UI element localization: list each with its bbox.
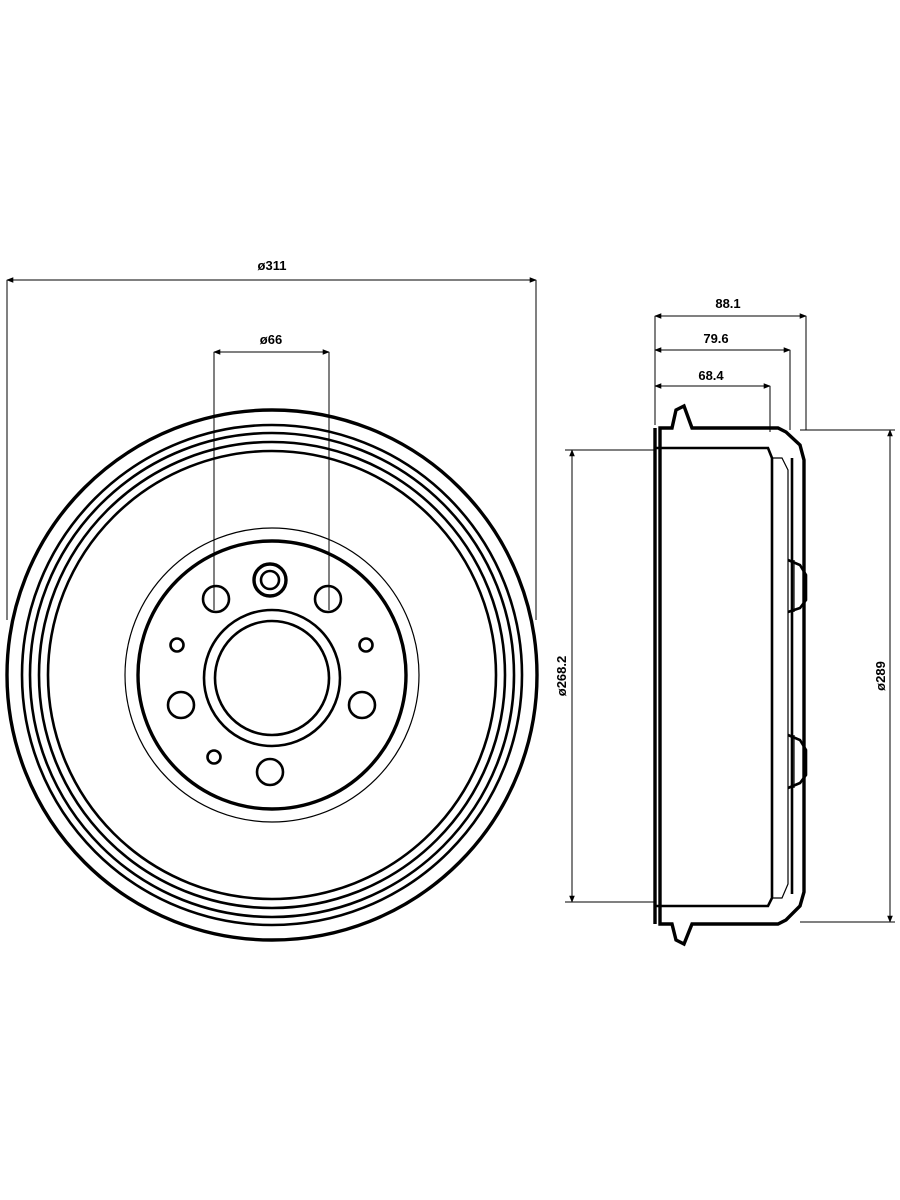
center-bore-inner (213, 619, 331, 737)
dimension-hub-diameter: ø66 (213, 332, 330, 610)
hub-flange-inner (136, 539, 408, 811)
small-holes (169, 637, 374, 765)
bolt-hole (313, 584, 343, 614)
drum-inner-lip (772, 457, 789, 899)
dimension-depth-2: 79.6 (654, 331, 791, 430)
dimension-inner-diameter: ø268.2 (554, 449, 655, 903)
small-hole (169, 637, 185, 653)
front-view: ø311 ø66 (5, 258, 539, 942)
bolt-hole (347, 690, 377, 720)
dimension-label-depth-2: 79.6 (703, 331, 728, 346)
dimension-label-outer-diameter: ø311 (258, 258, 287, 273)
side-view: 88.1 79.6 68.4 ø268.2 ø289 (554, 296, 895, 947)
center-bore-outer (202, 608, 342, 748)
dimension-outer-diameter-side: ø289 (800, 429, 895, 923)
dimension-label-hub-diameter: ø66 (260, 332, 282, 347)
drum-rim-ring-2 (28, 431, 516, 919)
locating-screw (252, 562, 288, 598)
dimension-depth-1: 88.1 (654, 296, 807, 430)
dimension-depth-3: 68.4 (654, 368, 771, 432)
dimension-label-depth-3: 68.4 (698, 368, 724, 383)
bolt-hole (201, 584, 231, 614)
flange-bump-bottom (787, 733, 808, 790)
drum-outer-rim (5, 408, 539, 942)
drum-outer-profile (658, 403, 806, 947)
dimension-label-depth-1: 88.1 (715, 296, 740, 311)
hub-flange-outer (124, 527, 420, 823)
drum-inner-surface (655, 446, 774, 908)
bolt-holes (166, 584, 377, 787)
small-hole (358, 637, 374, 653)
dimension-label-outer-diameter-side: ø289 (873, 661, 888, 691)
drum-rim-ring-3 (37, 440, 507, 910)
dimension-label-inner-diameter: ø268.2 (554, 656, 569, 696)
flange-bump-top (787, 558, 808, 614)
dimension-outer-diameter: ø311 (6, 258, 537, 620)
small-hole (206, 749, 222, 765)
drum-rim-ring-1 (20, 423, 524, 927)
bolt-hole (255, 757, 285, 787)
locating-screw-inner (259, 569, 281, 591)
bolt-hole (166, 690, 196, 720)
locating-screw-outer (252, 562, 288, 598)
drum-profile (653, 403, 808, 947)
drum-braking-surface (46, 449, 498, 901)
